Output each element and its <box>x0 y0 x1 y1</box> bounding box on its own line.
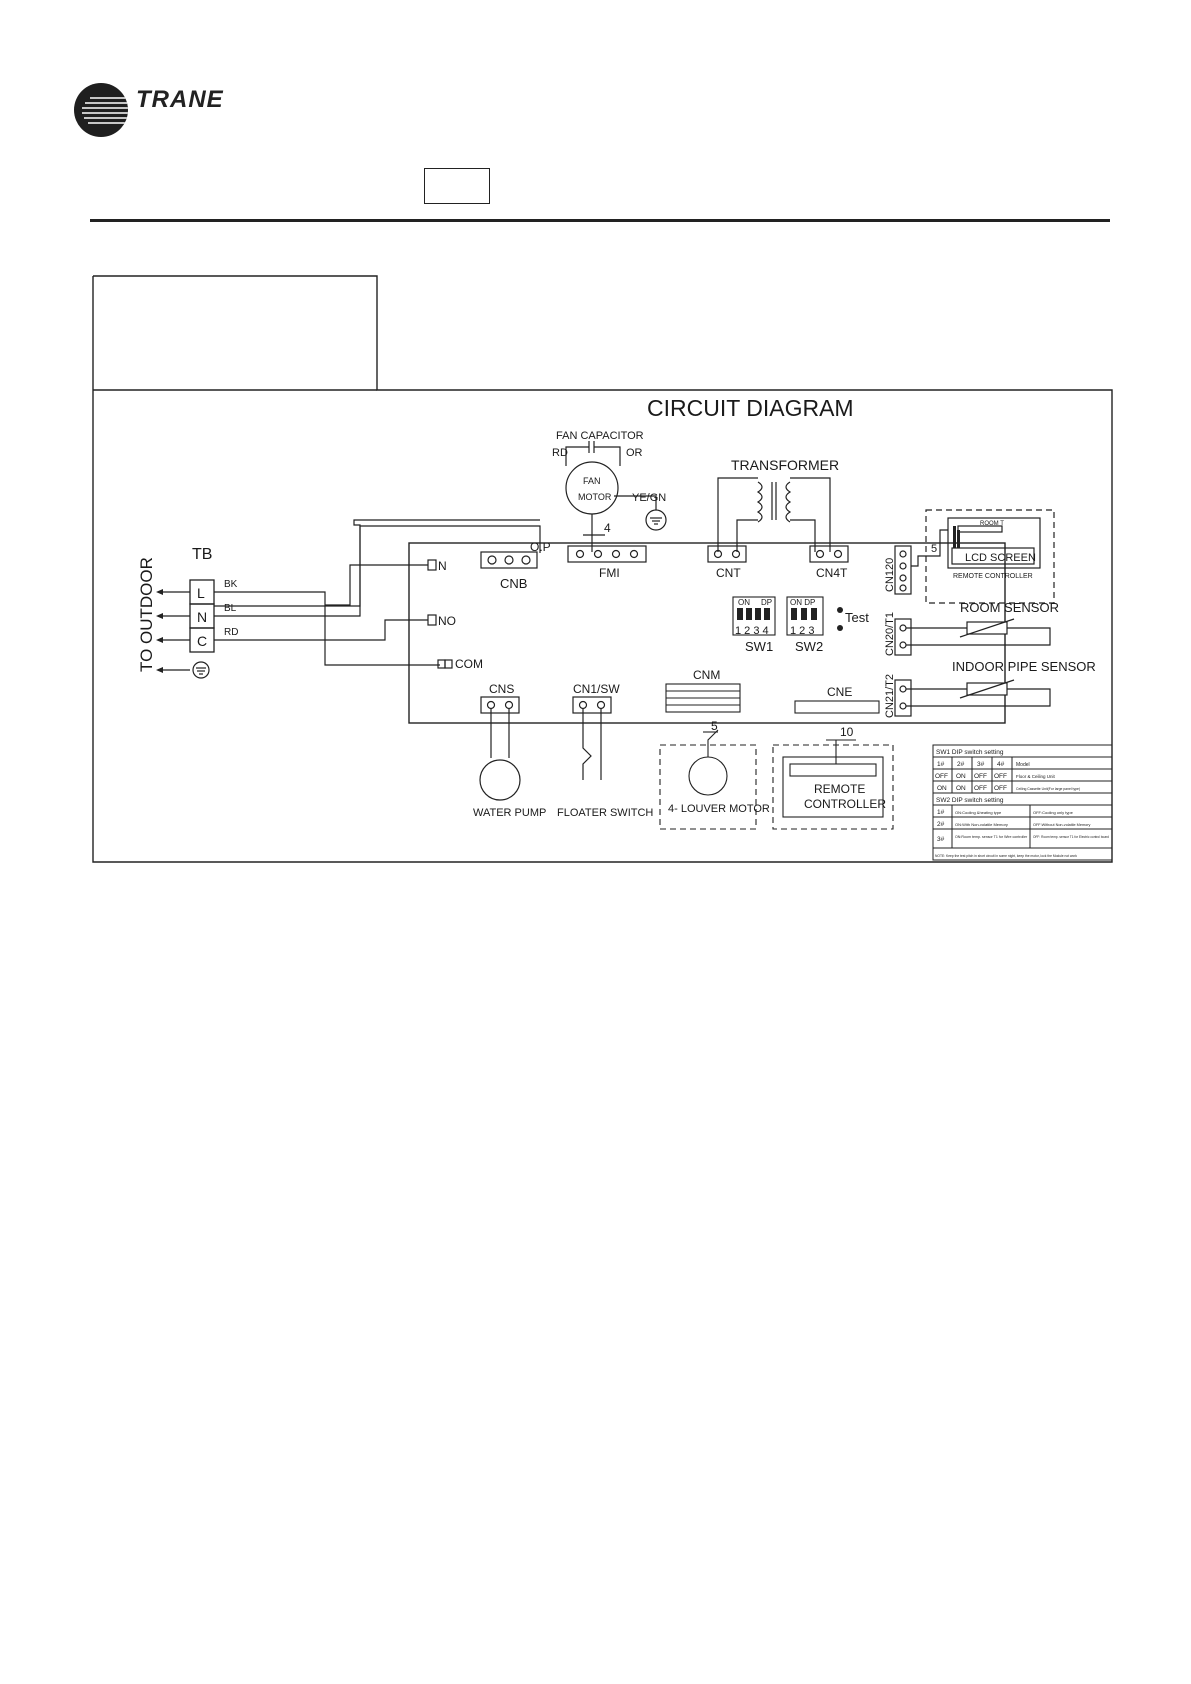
diagram-text: ON:Cooling &heating type <box>955 810 1002 815</box>
transformer-label: TRANSFORMER <box>731 457 839 473</box>
cap-rd: RD <box>552 447 568 459</box>
sw1-numbers: 1 2 3 4 <box>735 625 769 637</box>
cn120-label: CN120 <box>884 558 896 592</box>
cnb-label: CNB <box>500 576 527 591</box>
sw1-label: SW1 <box>745 639 773 654</box>
remote-controller-label-2: CONTROLLER <box>804 797 886 811</box>
diagram-text: ON <box>937 785 947 792</box>
sw1-on: ON <box>738 598 750 607</box>
wire-rd: RD <box>224 627 238 638</box>
relay-n: N <box>438 559 447 573</box>
cn4t-label: CN4T <box>816 566 848 580</box>
fan-motor-icon <box>565 461 619 515</box>
tb-terminal-n: N <box>197 609 207 625</box>
dip-col-model: Model <box>1016 762 1030 768</box>
dip-col-1: 1# <box>937 761 945 768</box>
fan-motor-label-2: MOTOR <box>578 492 612 502</box>
diagram-text: ON:Room temp. sensor T1 for Wire control… <box>955 835 1028 839</box>
cn1sw-label: CN1/SW <box>573 682 620 696</box>
diagram-text: ON <box>956 785 966 792</box>
to-outdoor-label: TO OUTDOOR <box>137 557 156 672</box>
sw2-table-header: SW2 DIP switch setting <box>936 797 1004 804</box>
diagram-text: OFF:Without Non-volatile Memory <box>1033 823 1090 827</box>
op-label: O.P <box>530 540 551 554</box>
water-pump-label: WATER PUMP <box>473 807 546 819</box>
diagram-text: 1# <box>937 809 945 816</box>
diagram-text: Ceiling Cassette Unit(For large panel ty… <box>1016 787 1080 791</box>
cn20-label: CN20/T1 <box>884 612 896 656</box>
remote-controller-label-1: REMOTE <box>814 782 865 796</box>
cnm-wire-count: 5 <box>711 719 718 733</box>
wire-count-4: 4 <box>604 521 611 535</box>
lcd-screen-label: LCD SCREEN <box>965 552 1036 564</box>
lcd-wire-count: 5 <box>931 543 937 555</box>
fan-motor-label-1: FAN <box>583 476 601 486</box>
sw1-table-header: SW1 DIP switch setting <box>936 749 1004 756</box>
header-rule <box>90 219 1110 222</box>
diagram-text: OFF <box>994 773 1007 780</box>
wire-bl: BL <box>224 603 237 614</box>
fmi-label: FMI <box>599 566 620 580</box>
wire-bk: BK <box>224 579 238 590</box>
diagram-text: OFF <box>935 773 948 780</box>
cns-label: CNS <box>489 682 514 696</box>
louver-motor-icon <box>688 756 728 796</box>
sw2-numbers: 1 2 3 <box>790 625 814 637</box>
diagram-text: OFF <box>974 785 987 792</box>
ground-icon <box>192 661 210 679</box>
sw2-label: SW2 <box>795 639 823 654</box>
pcb-board <box>408 542 1006 724</box>
cn21-label: CN21/T2 <box>884 674 896 718</box>
diagram-text: 2# <box>937 821 945 828</box>
water-pump-icon <box>479 759 521 801</box>
lcd-room-t: ROOM T <box>980 521 1004 527</box>
diagram-text: OFF <box>974 773 987 780</box>
frame-outer <box>92 275 1113 863</box>
floater-switch-label: FLOATER SWITCH <box>557 807 653 819</box>
relay-no: NO <box>438 614 456 628</box>
test-label: Test <box>845 610 869 625</box>
cnm-label: CNM <box>693 668 720 682</box>
diagram-text: Floor & Ceiling Unit <box>1016 774 1056 779</box>
tb-label: TB <box>192 546 212 563</box>
louver-motor-label: 4- LOUVER MOTOR <box>668 803 770 815</box>
brand-wordmark: TRANE <box>136 86 224 113</box>
diagram-text: OFF: Room temp. sensor T1 for Electric c… <box>1033 835 1109 839</box>
diagram-text: OFF <box>994 785 1007 792</box>
page-number-box <box>424 168 490 204</box>
cne-label: CNE <box>827 685 852 699</box>
diagram-title: CIRCUIT DIAGRAM <box>647 395 854 421</box>
tb-terminal-l: L <box>197 585 205 601</box>
relay-com: COM <box>455 657 483 671</box>
dip-col-3: 3# <box>977 761 985 768</box>
lcd-rc-label: REMOTE CONTROLLER <box>953 573 1033 580</box>
diagram-text: 3# <box>937 836 945 843</box>
dip-col-4: 4# <box>997 761 1005 768</box>
dip-note: NOTE: Keep the test pitch in short circu… <box>935 854 1077 858</box>
pipe-sensor-label: INDOOR PIPE SENSOR <box>952 659 1096 674</box>
dip-col-2: 2# <box>957 761 965 768</box>
room-sensor-label: ROOM SENSOR <box>960 600 1059 615</box>
sw1-dp: DP <box>761 598 772 607</box>
tb-terminal-c: C <box>197 633 207 649</box>
trane-logo <box>74 83 128 137</box>
cap-or: OR <box>626 447 643 459</box>
sw2-on-dp: ON DP <box>790 598 815 607</box>
diagram-text: OFF:Cooling only type <box>1033 810 1074 815</box>
diagram-text: ON <box>956 773 966 780</box>
cnt-label: CNT <box>716 566 741 580</box>
diagram-text: ON:With Non-volatile Memory <box>955 822 1008 827</box>
cne-wire-count: 10 <box>840 725 854 739</box>
fan-capacitor-label: FAN CAPACITOR <box>556 430 644 442</box>
ye-gn-label: YE/GN <box>632 492 666 504</box>
